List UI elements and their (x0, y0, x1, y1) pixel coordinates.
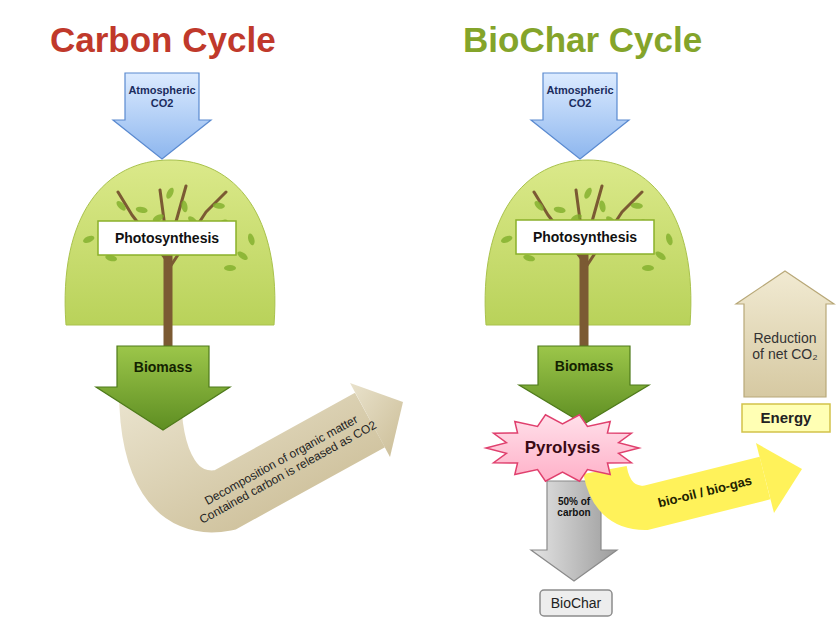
arrow-shape (531, 73, 629, 159)
down-arrow: Atmospheric CO2 (112, 72, 212, 160)
leaf (236, 250, 249, 262)
arrow-shape (113, 73, 211, 159)
node-outline (518, 345, 650, 425)
down-arrow: Biomass (518, 345, 650, 425)
node-text: Atmospheric CO2 (543, 75, 617, 119)
leaf (213, 202, 225, 209)
box-shape (516, 220, 654, 254)
box-shape (540, 590, 612, 616)
node-text: Reduction of net CO₂ (744, 298, 826, 394)
leaf (247, 233, 256, 246)
process-box: Energy (741, 403, 831, 433)
down-arrow: Biomass (95, 345, 231, 431)
leaf (165, 186, 176, 199)
process-box: Photosynthesis (97, 220, 237, 256)
leaf (533, 199, 546, 212)
leaf (82, 234, 95, 244)
process-box: Photosynthesis (515, 219, 655, 255)
curved-arrow-head (756, 443, 802, 513)
up-arrow: Reduction of net CO₂ (735, 270, 835, 398)
leaf (180, 200, 188, 213)
leaf (583, 186, 594, 199)
node-text: BioChar (539, 589, 613, 617)
leaf (224, 265, 236, 271)
arrow-shape (96, 346, 230, 430)
leaf (500, 234, 513, 244)
arrow-shape (519, 346, 649, 424)
process-box: BioChar (539, 589, 613, 617)
leaf-pattern (82, 186, 674, 271)
node-text: Photosynthesis (515, 219, 655, 255)
leaf (598, 200, 606, 213)
node-text: Energy (741, 403, 831, 433)
node-text: Atmospheric CO2 (125, 75, 199, 119)
section-title: Carbon Cycle (50, 20, 276, 60)
box-shape (742, 404, 830, 432)
leaf (631, 202, 643, 209)
node-text: Pyrolysis (505, 425, 620, 471)
leaf (135, 206, 148, 214)
node-text: Biomass (117, 347, 209, 387)
leaf (642, 265, 654, 271)
node-text: Photosynthesis (97, 220, 237, 256)
tree-trunk (534, 186, 642, 348)
section-title: BioChar Cycle (463, 20, 702, 60)
burst-shape: Pyrolysis (485, 413, 640, 483)
arrow-shape (736, 271, 834, 397)
leaf (523, 254, 536, 263)
node-text: Decomposition of organic matter Containe… (180, 399, 389, 535)
box-shape (98, 221, 236, 255)
leaf (115, 199, 128, 212)
tree-trunk (118, 186, 226, 348)
down-arrow: Atmospheric CO2 (530, 72, 630, 160)
leaf (665, 233, 674, 246)
node-text: Biomass (538, 347, 630, 385)
leaf (654, 250, 667, 262)
node-outline (95, 345, 231, 431)
leaf (553, 206, 566, 214)
